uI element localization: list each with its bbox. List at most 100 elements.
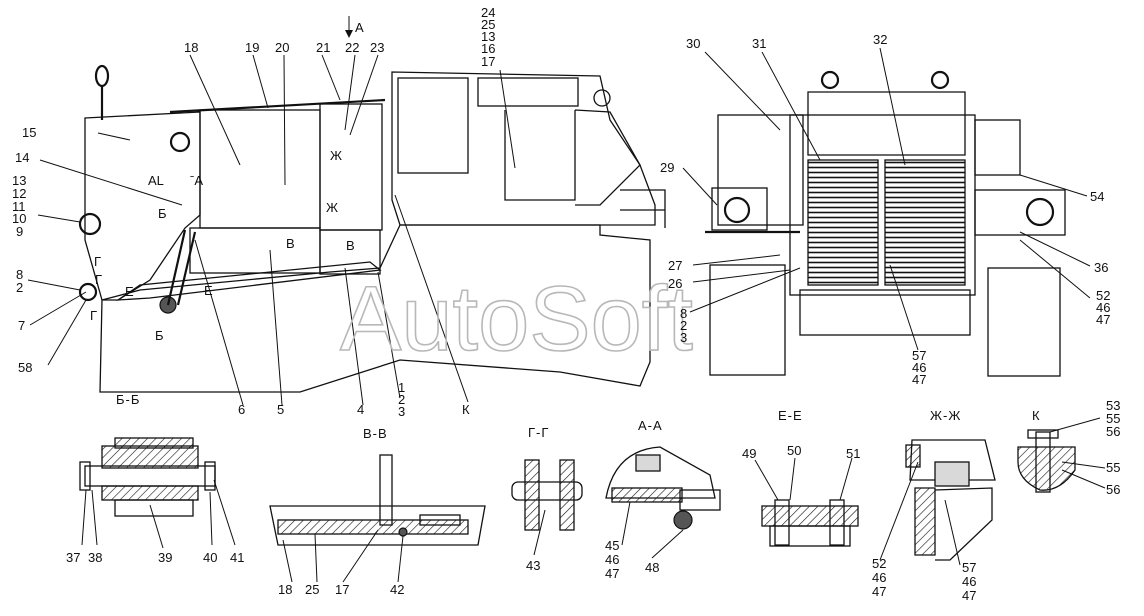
- radiator-grille-right: [884, 159, 966, 286]
- callout: К: [462, 402, 470, 417]
- zhzh-plate: [914, 487, 936, 556]
- gg-pin: [511, 481, 583, 501]
- part-25-rail: [277, 519, 469, 535]
- section-mark: Г: [94, 254, 101, 269]
- callout: 58: [18, 360, 32, 375]
- section-title: Е-Е: [778, 408, 803, 423]
- section-mark: В: [346, 238, 355, 253]
- cab-window: [477, 77, 579, 107]
- section-title: А-А: [638, 418, 663, 433]
- part-39-top: [114, 437, 194, 449]
- callout: 17: [335, 582, 349, 597]
- callout: 1: [398, 380, 405, 395]
- aa-plate: [611, 487, 683, 503]
- cab-rear: [574, 109, 641, 206]
- callout: 36: [1094, 260, 1108, 275]
- callout: 32: [873, 32, 887, 47]
- part-40: [204, 461, 216, 491]
- callout: 49: [742, 446, 756, 461]
- callout: 55: [1106, 411, 1120, 426]
- part-39-base: [114, 499, 194, 517]
- section-k: К 53 55 56 55 56: [1017, 398, 1120, 497]
- callout: 26: [668, 276, 682, 291]
- callout: 38: [88, 550, 102, 565]
- section-e-e: Е-Е 49 50 51: [742, 408, 860, 547]
- section-mark: Ж: [330, 148, 342, 163]
- callout: 13: [12, 173, 26, 188]
- lamp-right: [930, 70, 950, 90]
- section-mark: Г: [95, 272, 102, 287]
- callout: 40: [203, 550, 217, 565]
- lower-box: [189, 227, 321, 274]
- callout: 47: [605, 566, 619, 581]
- section-a-a: А-А 45 46 47 48: [605, 418, 721, 581]
- section-mark: В: [286, 236, 295, 251]
- callout: 41: [230, 550, 244, 565]
- k-bolt: [1035, 431, 1051, 493]
- ee-bolt-left: [774, 499, 790, 546]
- radiator-base: [799, 289, 971, 336]
- callout: 22: [345, 40, 359, 55]
- part-39-lower: [101, 485, 199, 501]
- lower-plate: [709, 264, 786, 376]
- callout: 8: [16, 267, 23, 282]
- center-box: [199, 109, 321, 229]
- zhzh-left-cap: [905, 444, 921, 468]
- lamp-left: [820, 70, 840, 90]
- section-v-v: В-В 18 25 17 42: [269, 426, 486, 597]
- callout: 45: [605, 538, 619, 553]
- section-title: К: [1032, 408, 1041, 423]
- callout: 3: [680, 330, 687, 345]
- side-panel: [717, 114, 804, 226]
- section-mark: Е: [204, 283, 213, 298]
- callout: 47: [962, 588, 976, 603]
- callouts-main: 18 19 20 21 22 23 24 25 13 16 17 30 31 3…: [12, 5, 1110, 419]
- callout: 21: [316, 40, 330, 55]
- callout: 13: [481, 29, 495, 44]
- callout: 27: [668, 258, 682, 273]
- k-housing: [1017, 446, 1076, 491]
- section-mark: ˉА: [190, 173, 203, 188]
- callout: 15: [22, 125, 36, 140]
- callout: 23: [370, 40, 384, 55]
- part-vertical-pin: [379, 454, 393, 526]
- ee-base: [769, 525, 851, 547]
- callout: 4: [357, 402, 364, 417]
- section-mark: Г: [90, 308, 97, 323]
- callout: 2: [398, 392, 405, 407]
- cab-light: [593, 89, 611, 107]
- callout: 55: [1106, 460, 1120, 475]
- callout: 12: [12, 186, 26, 201]
- pin-upper: [169, 131, 191, 153]
- callout: 25: [481, 17, 495, 32]
- callout: 52: [872, 556, 886, 571]
- cap-29: [723, 196, 751, 224]
- callout: 29: [660, 160, 674, 175]
- box-29: [711, 187, 768, 231]
- callout: 18: [278, 582, 292, 597]
- callout: 11: [12, 199, 26, 214]
- callout: 3: [398, 404, 405, 419]
- callout: 46: [912, 360, 926, 375]
- section-v-housing: [269, 505, 486, 546]
- callout: 25: [305, 582, 319, 597]
- callout: 16: [481, 41, 495, 56]
- callout: 47: [1096, 312, 1110, 327]
- callout: 46: [872, 570, 886, 585]
- callout: 52: [1096, 288, 1110, 303]
- callout: 31: [752, 36, 766, 51]
- section-mark: АL: [148, 173, 164, 188]
- callout: 48: [645, 560, 659, 575]
- callout: 17: [481, 54, 495, 69]
- section-b-b: Б-Б 37 38 39 40 41: [66, 392, 244, 565]
- aa-bracket: [679, 489, 721, 511]
- callout: 50: [787, 443, 801, 458]
- nut-left: [78, 212, 102, 236]
- section-mark: Е: [125, 284, 134, 299]
- cab-door: [397, 77, 469, 174]
- k-head: [1027, 429, 1059, 439]
- callout: 57: [912, 348, 926, 363]
- callout: 54: [1090, 189, 1104, 204]
- part-48: [673, 510, 693, 530]
